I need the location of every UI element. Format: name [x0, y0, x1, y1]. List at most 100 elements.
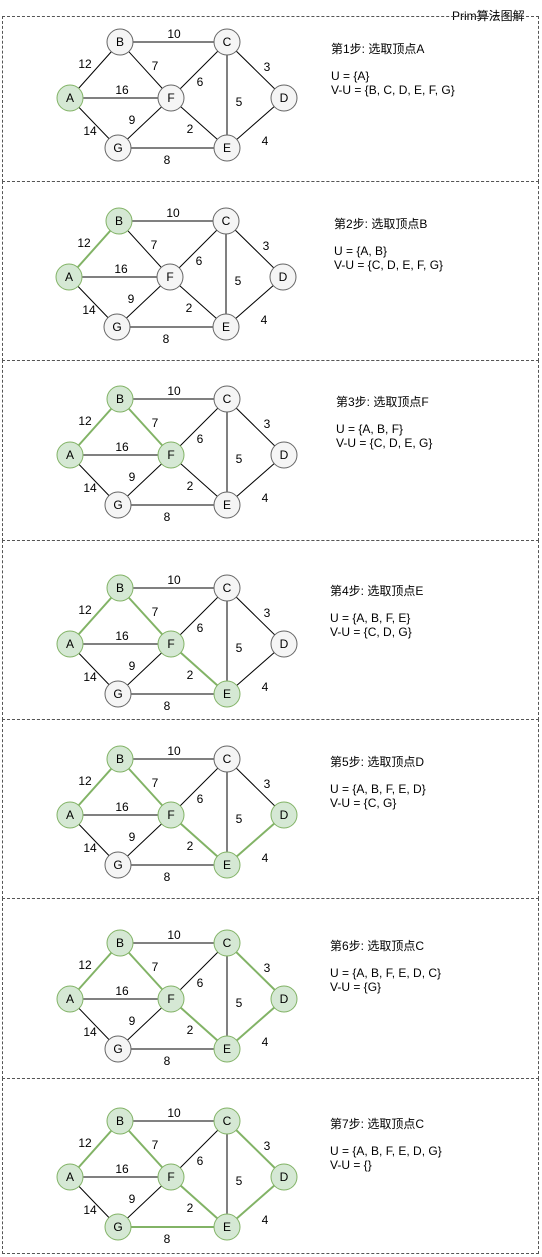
node-label: D [280, 637, 289, 651]
edge-weight-label: 10 [167, 384, 181, 398]
node-f [156, 263, 184, 291]
node-label: C [223, 752, 232, 766]
node-g [104, 1213, 132, 1241]
edge-weight-label: 14 [83, 670, 97, 684]
node-b [106, 28, 134, 56]
step-label: 第7步: 选取顶点C [330, 1117, 425, 1131]
node-label: F [167, 637, 174, 651]
edge-weight-label: 8 [164, 870, 171, 884]
edge-weight-label: 2 [187, 1201, 194, 1215]
edge-weight-label: 12 [78, 603, 92, 617]
node-label: G [113, 687, 122, 701]
node-a [56, 801, 84, 829]
step-label: 第5步: 选取顶点D [330, 755, 425, 769]
node-label: D [280, 448, 289, 462]
step-label: 第4步: 选取顶点E [330, 584, 424, 598]
node-label: B [116, 581, 124, 595]
edge-weight-label: 4 [262, 851, 269, 865]
node-label: A [66, 91, 74, 105]
edge-weight-label: 14 [83, 481, 97, 495]
edge-weight-label: 5 [236, 95, 243, 109]
edge-weight-label: 10 [166, 206, 180, 220]
node-label: D [280, 808, 289, 822]
node-d [269, 263, 297, 291]
u-set: U = {A, B, F, E} [330, 611, 411, 625]
edge-weight-label: 3 [263, 239, 270, 253]
edge-weight-label: 14 [83, 1203, 97, 1217]
node-label: E [223, 1220, 231, 1234]
edge-weight-label: 14 [83, 1025, 97, 1039]
node-d [270, 630, 298, 658]
edge-weight-label: 7 [152, 960, 159, 974]
node-d [270, 84, 298, 112]
node-f [157, 84, 185, 112]
node-label: A [66, 808, 74, 822]
node-c [213, 385, 241, 413]
edge-weight-label: 9 [129, 659, 136, 673]
step-info: 第6步: 选取顶点C U = {A, B, F, E, D, C} V-U = … [330, 939, 441, 994]
edge-weight-label: 6 [197, 621, 204, 635]
node-label: F [167, 1170, 174, 1184]
edge-weight-label: 8 [164, 1054, 171, 1068]
node-c [213, 1107, 241, 1135]
node-c [212, 207, 240, 235]
node-a [56, 441, 84, 469]
node-label: B [115, 214, 123, 228]
edge-weight-label: 8 [164, 153, 171, 167]
node-label: F [167, 992, 174, 1006]
edge-weight-label: 4 [262, 134, 269, 148]
node-g [104, 134, 132, 162]
node-label: B [116, 936, 124, 950]
edge-weight-label: 6 [197, 976, 204, 990]
edge-weight-label: 3 [264, 606, 271, 620]
node-label: C [223, 392, 232, 406]
edge-weight-label: 8 [163, 332, 170, 346]
node-f [157, 1163, 185, 1191]
edge-weight-label: 6 [197, 75, 204, 89]
step-info: 第5步: 选取顶点D U = {A, B, F, E, D} V-U = {C,… [330, 755, 426, 810]
node-f [157, 441, 185, 469]
edge-weight-label: 2 [187, 668, 194, 682]
u-set: U = {A} [331, 69, 370, 83]
edge-weight-label: 2 [187, 122, 194, 136]
node-label: E [223, 141, 231, 155]
node-label: G [113, 858, 122, 872]
edge-weight-label: 6 [196, 254, 203, 268]
edge-weight-label: 9 [129, 1192, 136, 1206]
step-info: 第2步: 选取顶点B U = {A, B} V-U = {C, D, E, F,… [334, 217, 443, 272]
edge-weight-label: 16 [115, 440, 129, 454]
edge-weight-label: 12 [77, 236, 91, 250]
node-a [55, 263, 83, 291]
edge-weight-label: 7 [152, 605, 159, 619]
node-d [270, 441, 298, 469]
node-label: C [223, 936, 232, 950]
step-label: 第6步: 选取顶点C [330, 939, 425, 953]
edge-weight-label: 3 [264, 417, 271, 431]
edge-weight-label: 5 [235, 274, 242, 288]
u-set: U = {A, B, F, E, D, C} [330, 966, 442, 980]
edge-weight-label: 3 [264, 777, 271, 791]
node-b [106, 574, 134, 602]
edge-weight-label: 7 [152, 1138, 159, 1152]
node-a [56, 630, 84, 658]
edge-weight-label: 16 [115, 1162, 129, 1176]
node-e [213, 134, 241, 162]
node-a [56, 84, 84, 112]
edge-weight-label: 10 [167, 1106, 181, 1120]
node-b [106, 1107, 134, 1135]
edge-weight-label: 9 [129, 830, 136, 844]
edge-weight-label: 14 [82, 303, 96, 317]
edge-weight-label: 16 [115, 800, 129, 814]
node-label: F [167, 448, 174, 462]
node-label: E [223, 687, 231, 701]
edge-weight-label: 10 [167, 27, 181, 41]
node-b [106, 385, 134, 413]
node-label: F [166, 270, 173, 284]
